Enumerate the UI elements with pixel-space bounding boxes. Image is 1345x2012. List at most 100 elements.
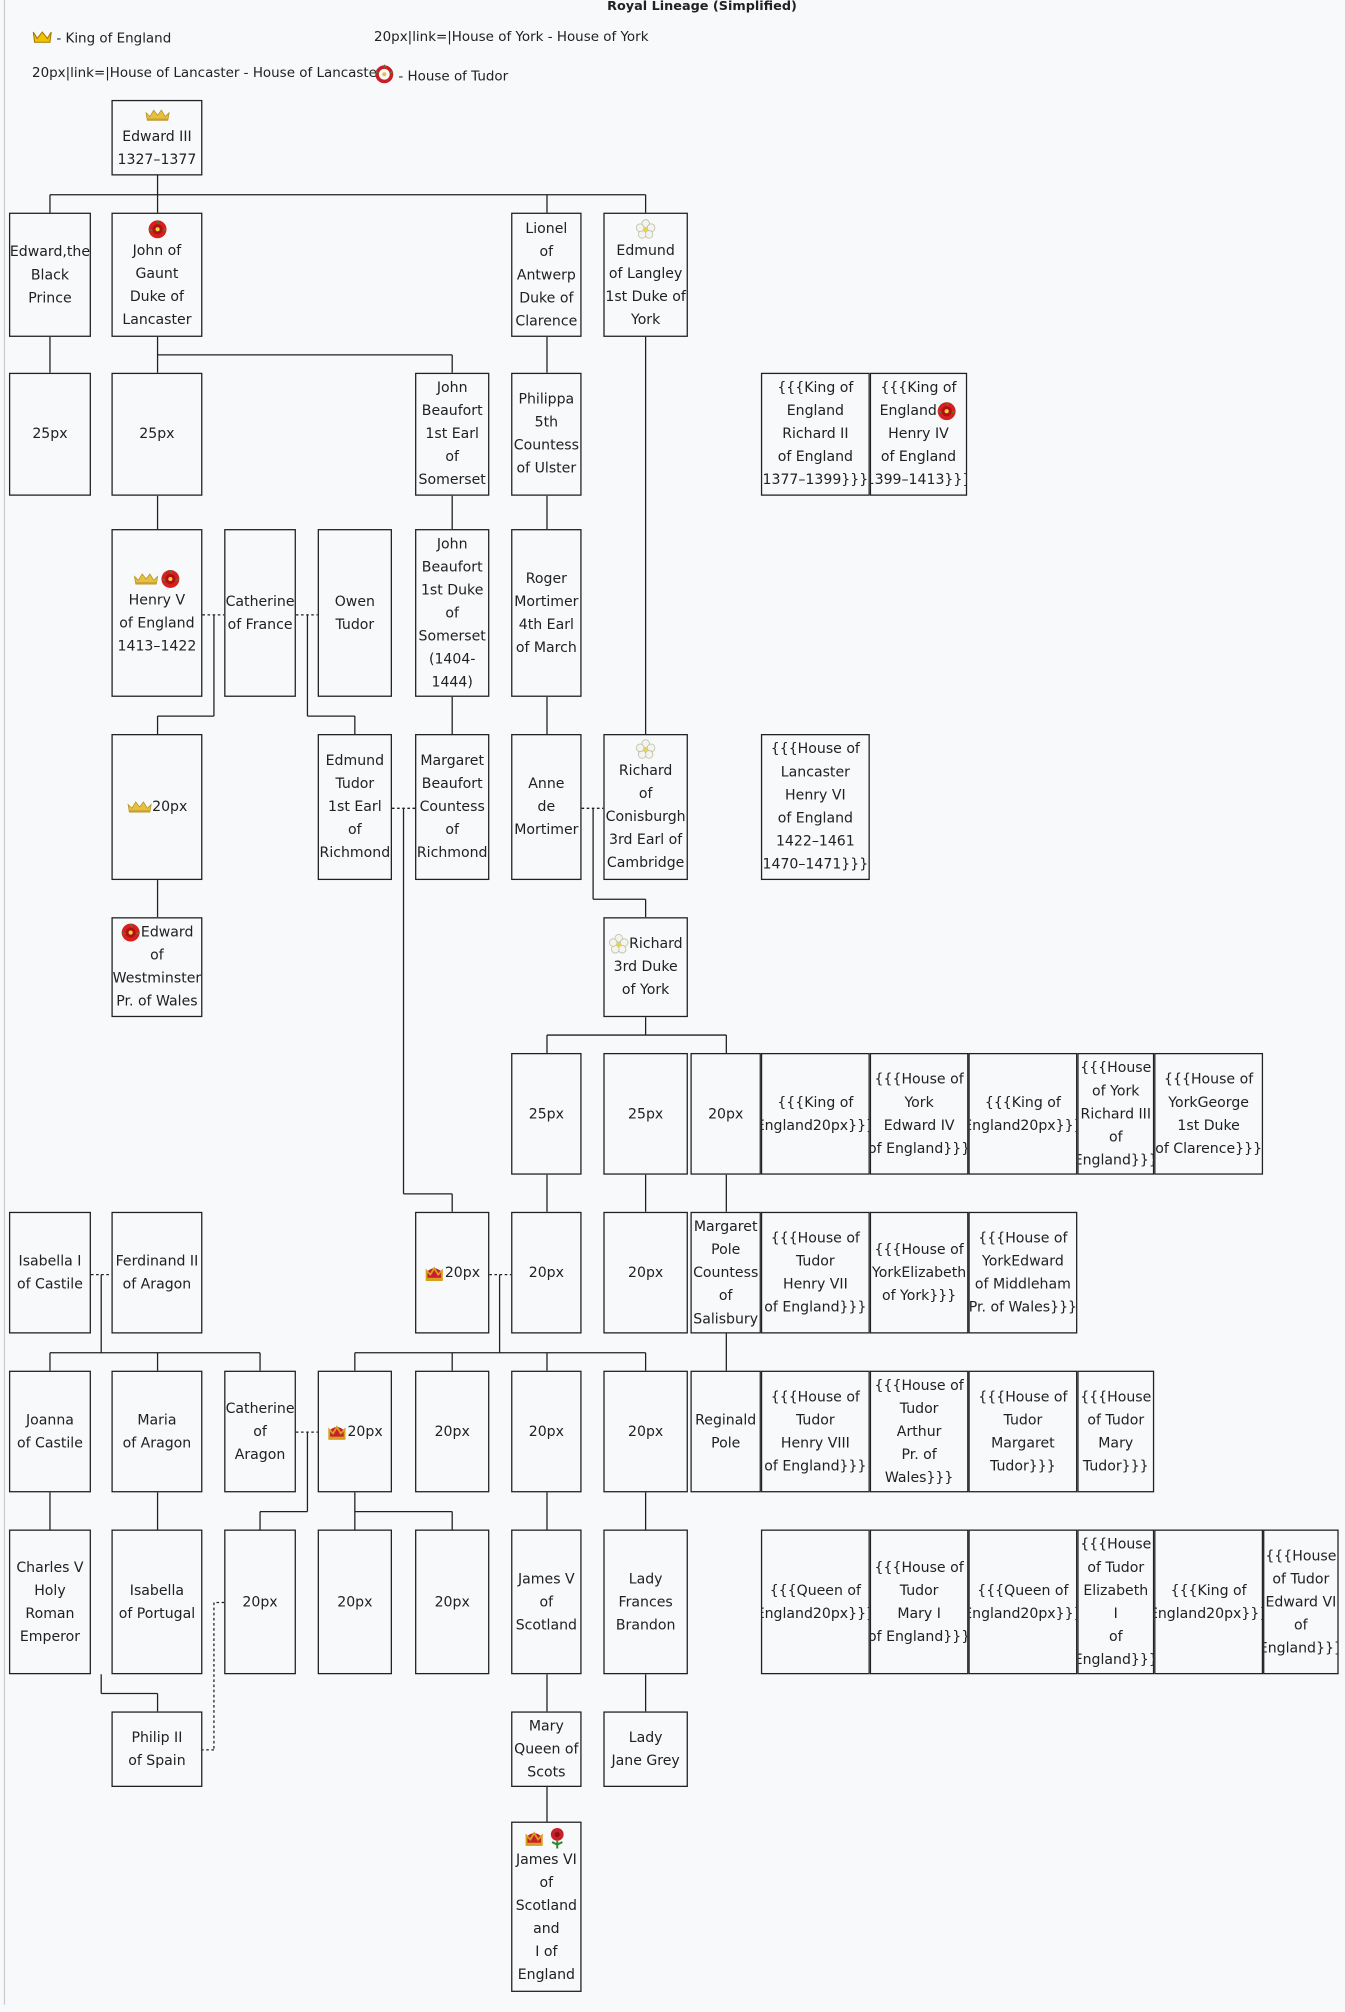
person-box-r7a[interactable]: 20px [511,1211,582,1334]
box-text: {{{House [1080,1535,1152,1552]
person-box-r8b[interactable]: 20px [511,1370,582,1493]
person-box-r2a[interactable]: 25px [8,372,91,496]
person-box-r2b[interactable]: 25px [111,372,203,496]
box-text: Charles V [16,1558,84,1575]
box-line: England}}} [1264,1636,1337,1659]
box-text: Countess [693,1263,759,1281]
box-text: Edmund [616,241,675,259]
person-box-r6c[interactable]: 20px [690,1052,761,1175]
legend-label: - House of Tudor [398,68,509,84]
person-box-r8crown[interactable]: 20px [317,1370,392,1493]
box-text: of [445,821,459,838]
box-text: Elizabeth [1083,1581,1149,1599]
person-box-r9a[interactable]: 20px [224,1529,296,1675]
icon-row [524,1827,569,1848]
box-text: of [253,1422,267,1440]
person-box-r6a[interactable]: 25px [511,1052,582,1175]
person-box-r7crown[interactable]: 20px [415,1211,490,1334]
box-line: 1st Duke [1177,1114,1239,1137]
box-line: John [437,377,468,400]
box-text: Beaufort [421,557,483,575]
person-box-r8a[interactable]: 20px [415,1370,490,1493]
box-line: 25px [139,423,174,446]
box-line: Prince [28,286,71,309]
box-line: England [880,400,958,423]
box-text: 20px [628,1422,664,1440]
legend-label[interactable]: 20px|link=|House of York - House of York [374,29,649,45]
box-text: of Spain [128,1751,186,1769]
person-box-r8c[interactable]: 20px [603,1370,688,1493]
box-line: Richard II [782,423,848,446]
box-line: Richard [619,760,673,783]
box-text: 1422–1461 [775,832,855,850]
person-box-r7b[interactable]: 20px [603,1211,688,1334]
box-line: Richmond [320,842,391,865]
box-line: Henry VI [785,784,846,807]
box-text: 4th Earl [518,615,574,633]
box-text: Edward VI [1265,1592,1337,1610]
box-line: Pr. of Wales}}} [970,1296,1076,1319]
person-box-r6b[interactable]: 25px [603,1052,688,1175]
person-box-r9b[interactable]: 20px [317,1529,392,1675]
person-box-r9c[interactable]: 20px [415,1529,490,1675]
person-box-h6img[interactable]: 20px [111,734,203,881]
legend-label[interactable]: 20px|link=|House of Lancaster - House of… [32,65,383,81]
box-text: {{{Queen of [977,1581,1069,1599]
box-line: {{{Queen of [977,1579,1068,1602]
